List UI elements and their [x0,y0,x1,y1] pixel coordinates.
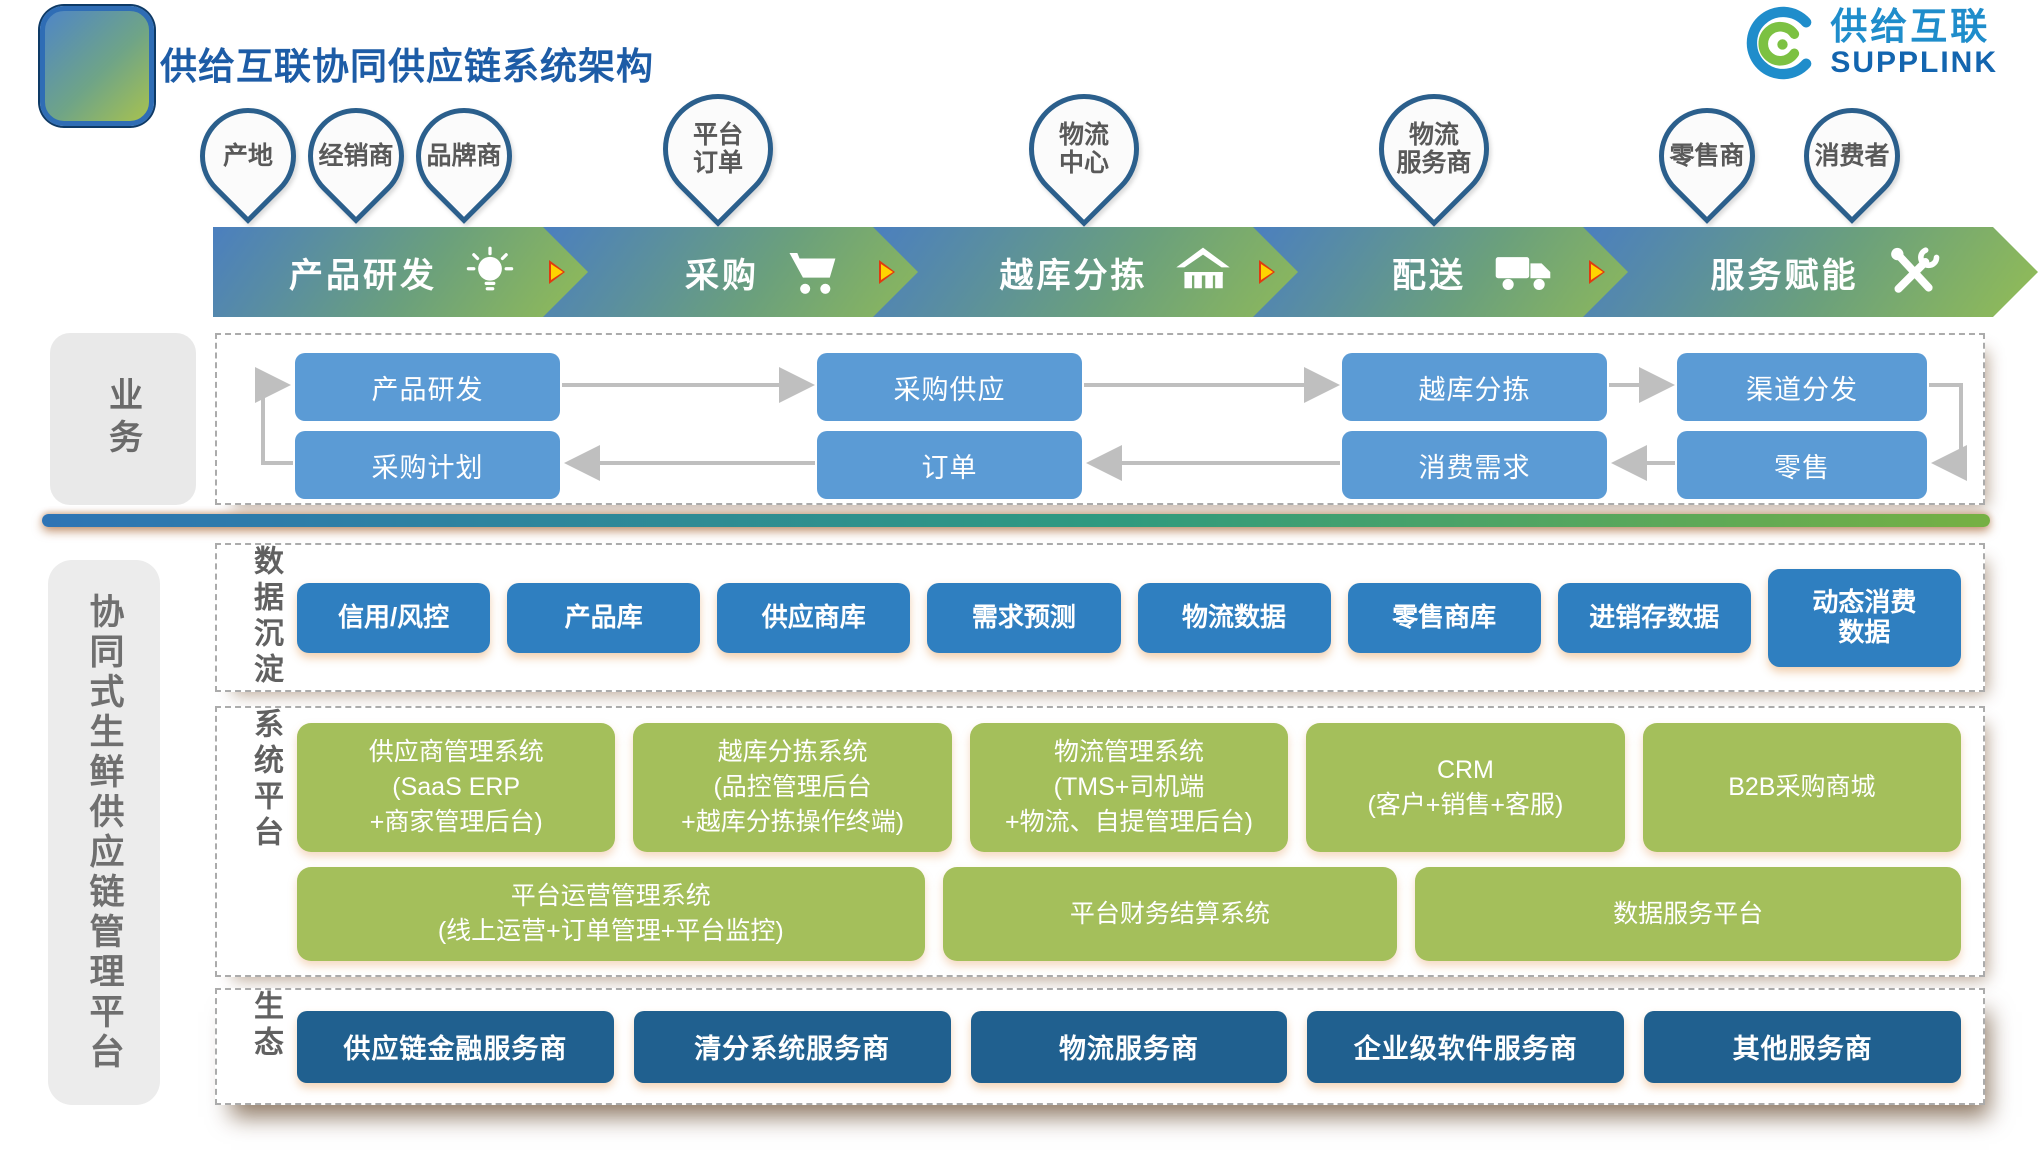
map-pin-icon: 经销商 [288,88,424,224]
data-box-retailer-db: 零售商库 [1347,582,1541,653]
eco-box-scf-provider: 供应链金融服务商 [297,1010,614,1083]
supplink-logo-icon [1747,6,1812,80]
map-pin-icon: 品牌商 [396,88,532,224]
tools-icon [1885,244,1941,300]
map-pin-icon: 产地 [180,88,316,224]
data-box-dynamic-consumption: 动态消费 数据 [1767,568,1961,667]
eco-box-enterprise-software: 企业级软件服务商 [1307,1010,1625,1083]
process-arrow-band: 产品研发 采购 越库分拣 [213,227,2013,317]
flow-box-retail: 零售 [1677,431,1927,499]
data-box-product-db: 产品库 [507,582,701,653]
title-badge-icon [40,6,154,126]
business-layer-label: 业务 [50,333,196,505]
cart-icon [785,244,841,300]
data-layer-section: 数据沉淀 信用/风控 产品库 供应商库 需求预测 物流数据 零售商库 进销存数据… [215,543,1985,692]
data-box-credit-risk: 信用/风控 [297,582,491,653]
flow-box-order: 订单 [817,431,1082,499]
system-box-data-service: 数据服务平台 [1415,867,1961,961]
map-pin-icon: 消费者 [1784,88,1920,224]
warehouse-icon [1174,243,1232,301]
system-box-platform-operation: 平台运营管理系统 (线上运营+订单管理+平台监控) [297,867,925,961]
flow-box-procurement-supply: 采购供应 [817,353,1082,421]
platform-layer-label: 系统平台 [249,708,282,852]
pin-distributor: 经销商 [288,88,424,224]
eco-layer-label: 生态 [249,990,282,1062]
lightbulb-icon [463,245,517,299]
eco-box-other-provider: 其他服务商 [1644,1010,1961,1083]
spark-icon [549,260,565,284]
eco-box-logistics-provider: 物流服务商 [970,1010,1288,1083]
logo-text-cn: 供给互联 [1830,5,1991,47]
data-layer-label: 数据沉淀 [249,545,282,689]
business-section: 产品研发 采购供应 越库分拣 渠道分发 采购计划 订单 消费需求 零售 [215,333,1985,505]
spark-icon [1589,260,1605,284]
process-arrow-rd: 产品研发 [213,227,593,317]
data-box-inventory-data: 进销存数据 [1557,582,1751,653]
pin-consumer: 消费者 [1784,88,1920,224]
gradient-divider [42,514,1990,527]
data-box-supplier-db: 供应商库 [717,582,911,653]
platform-layer-section: 系统平台 供应商管理系统 (SaaS ERP +商家管理后台) 越库分拣系统 (… [215,706,1985,977]
truck-icon [1492,241,1554,303]
pin-origin: 产地 [180,88,316,224]
flow-box-channel-distribution: 渠道分发 [1677,353,1927,421]
spark-icon [879,260,895,284]
pin-logistics-center: 物流 中心 [1006,71,1162,227]
system-box-b2b-mall: B2B采购商城 [1642,723,1962,853]
pin-retailer: 零售商 [1639,88,1775,224]
system-box-crossdock-system: 越库分拣系统 (品控管理后台 +越库分拣操作终端) [633,723,952,853]
system-box-supplier-mgmt: 供应商管理系统 (SaaS ERP +商家管理后台) [297,723,616,853]
flow-box-product-rd: 产品研发 [295,353,560,421]
process-arrow-crossdock: 越库分拣 [873,227,1328,317]
system-box-finance-settlement: 平台财务结算系统 [942,867,1398,961]
map-pin-icon: 平台 订单 [640,71,796,227]
pin-logistics-provider: 物流 服务商 [1356,71,1512,227]
spark-icon [1259,260,1275,284]
eco-box-clearing-provider: 清分系统服务商 [633,1010,951,1083]
process-arrow-enablement: 服务赋能 [1583,227,2038,317]
pin-brand: 品牌商 [396,88,532,224]
supplink-logo: 供给互联 SUPPLINK [1744,6,1998,80]
system-box-logistics-mgmt: 物流管理系统 (TMS+司机端 +物流、自提管理后台) [969,723,1289,853]
platform-sidebar-label: 协同式生鲜供应链管理平台 [48,560,160,1105]
map-pin-icon: 物流 中心 [1006,71,1162,227]
flow-box-consumer-demand: 消费需求 [1342,431,1607,499]
flow-connectors [255,367,1967,481]
flow-box-procurement-plan: 采购计划 [295,431,560,499]
map-pin-icon: 零售商 [1639,88,1775,224]
flow-box-crossdock-sorting: 越库分拣 [1342,353,1607,421]
page-title: 供给互联协同供应链系统架构 [160,46,654,87]
data-box-logistics-data: 物流数据 [1137,582,1331,653]
map-pin-icon: 物流 服务商 [1356,71,1512,227]
logo-text-en: SUPPLINK [1830,45,1998,79]
data-box-demand-forecast: 需求预测 [927,582,1121,653]
eco-layer-section: 生态 供应链金融服务商 清分系统服务商 物流服务商 企业级软件服务商 其他服务商 [215,988,1985,1105]
system-box-crm: CRM (客户+销售+客服) [1306,723,1625,853]
pin-platform-order: 平台 订单 [640,71,796,227]
